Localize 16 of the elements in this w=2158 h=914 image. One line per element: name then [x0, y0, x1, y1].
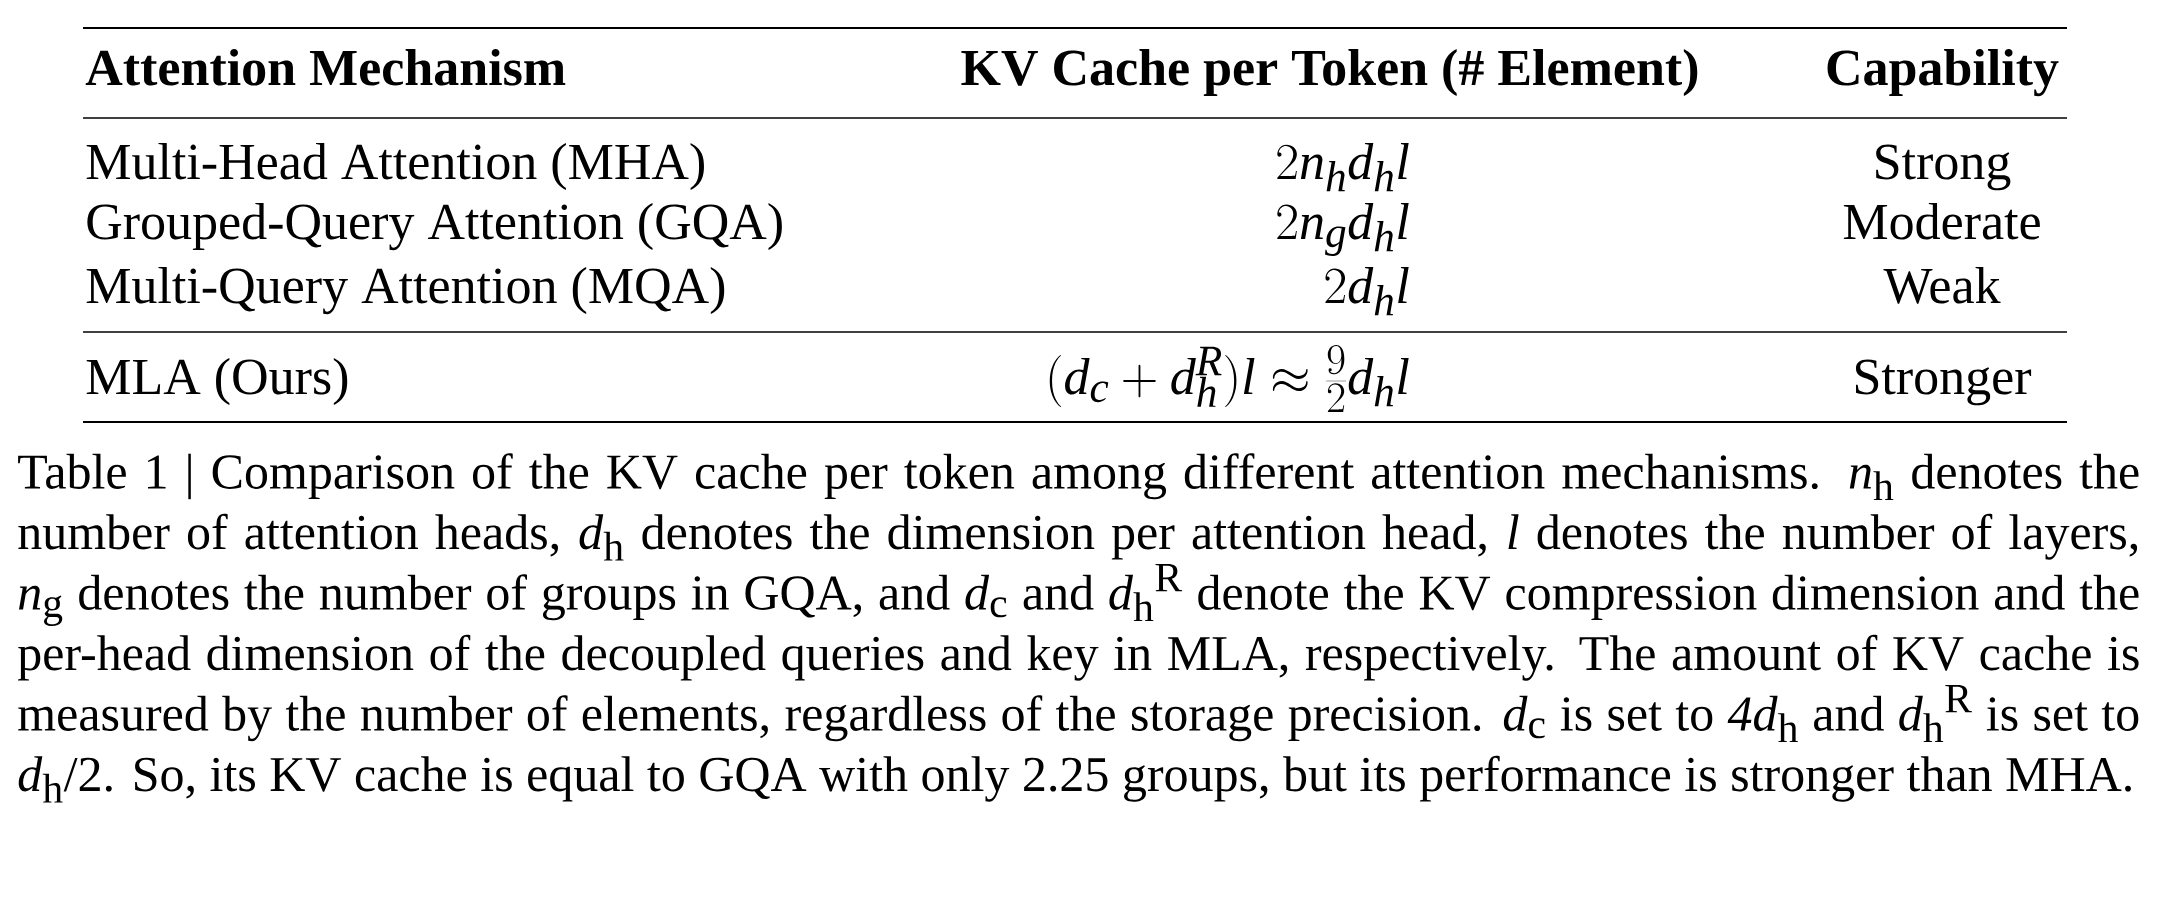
formula: $2n_hd_hl$ [1277, 142, 1409, 192]
header-text: Attention Mechanism [85, 48, 566, 86]
header-text: KV Cache per Token (# Element) [961, 48, 1698, 97]
formula: $2n_gd_hl$ [1277, 202, 1409, 256]
rating-text: Stronger [1855, 359, 2032, 406]
row-label: Multi-Head Attention (MHA) [86, 142, 704, 191]
formula: $(d_c+d_h^R)l\approx\frac{9}{2}d_hl$ [1049, 344, 1409, 412]
row-label: Multi-Query Attention (MQA) [86, 266, 725, 315]
rating-text: Weak [1883, 266, 2001, 304]
row-label: MLA (Ours) [86, 357, 348, 406]
formula: $2d_hl$ [1325, 266, 1409, 316]
rating-text: Moderate [1843, 202, 2040, 240]
caption-text: Table 1 | Comparison of the KV cache per token among different attention mechanisms. n$_{h}$ denotes the number of attention heads, d$_{h}$ denotes the dimension per attention head, l denotes the number of layers, n$_{g}$ denotes the number of groups in GQA, and d$_{c}$ and d$_{h}$$^{R}$ denote the KV compression dimension and the per-head dimension of the decoupled queries and key in MLA, respectively. The amount of KV cache is measured by the number of elements, regardless of the storage precision. d$_{c}$ is set to 4d$_{h}$ and d$_{h}$$^{R}$ is set to d$_{h}$/2. So, its KV cache is equal to GQA with only 2.25 groups, but its performance is stronger than MHA. [18, 453, 2139, 803]
rating-text: Strong [1876, 144, 2011, 191]
row-label: Grouped-Query Attention (GQA) [87, 202, 782, 251]
header-text: Capability [1827, 48, 2059, 97]
